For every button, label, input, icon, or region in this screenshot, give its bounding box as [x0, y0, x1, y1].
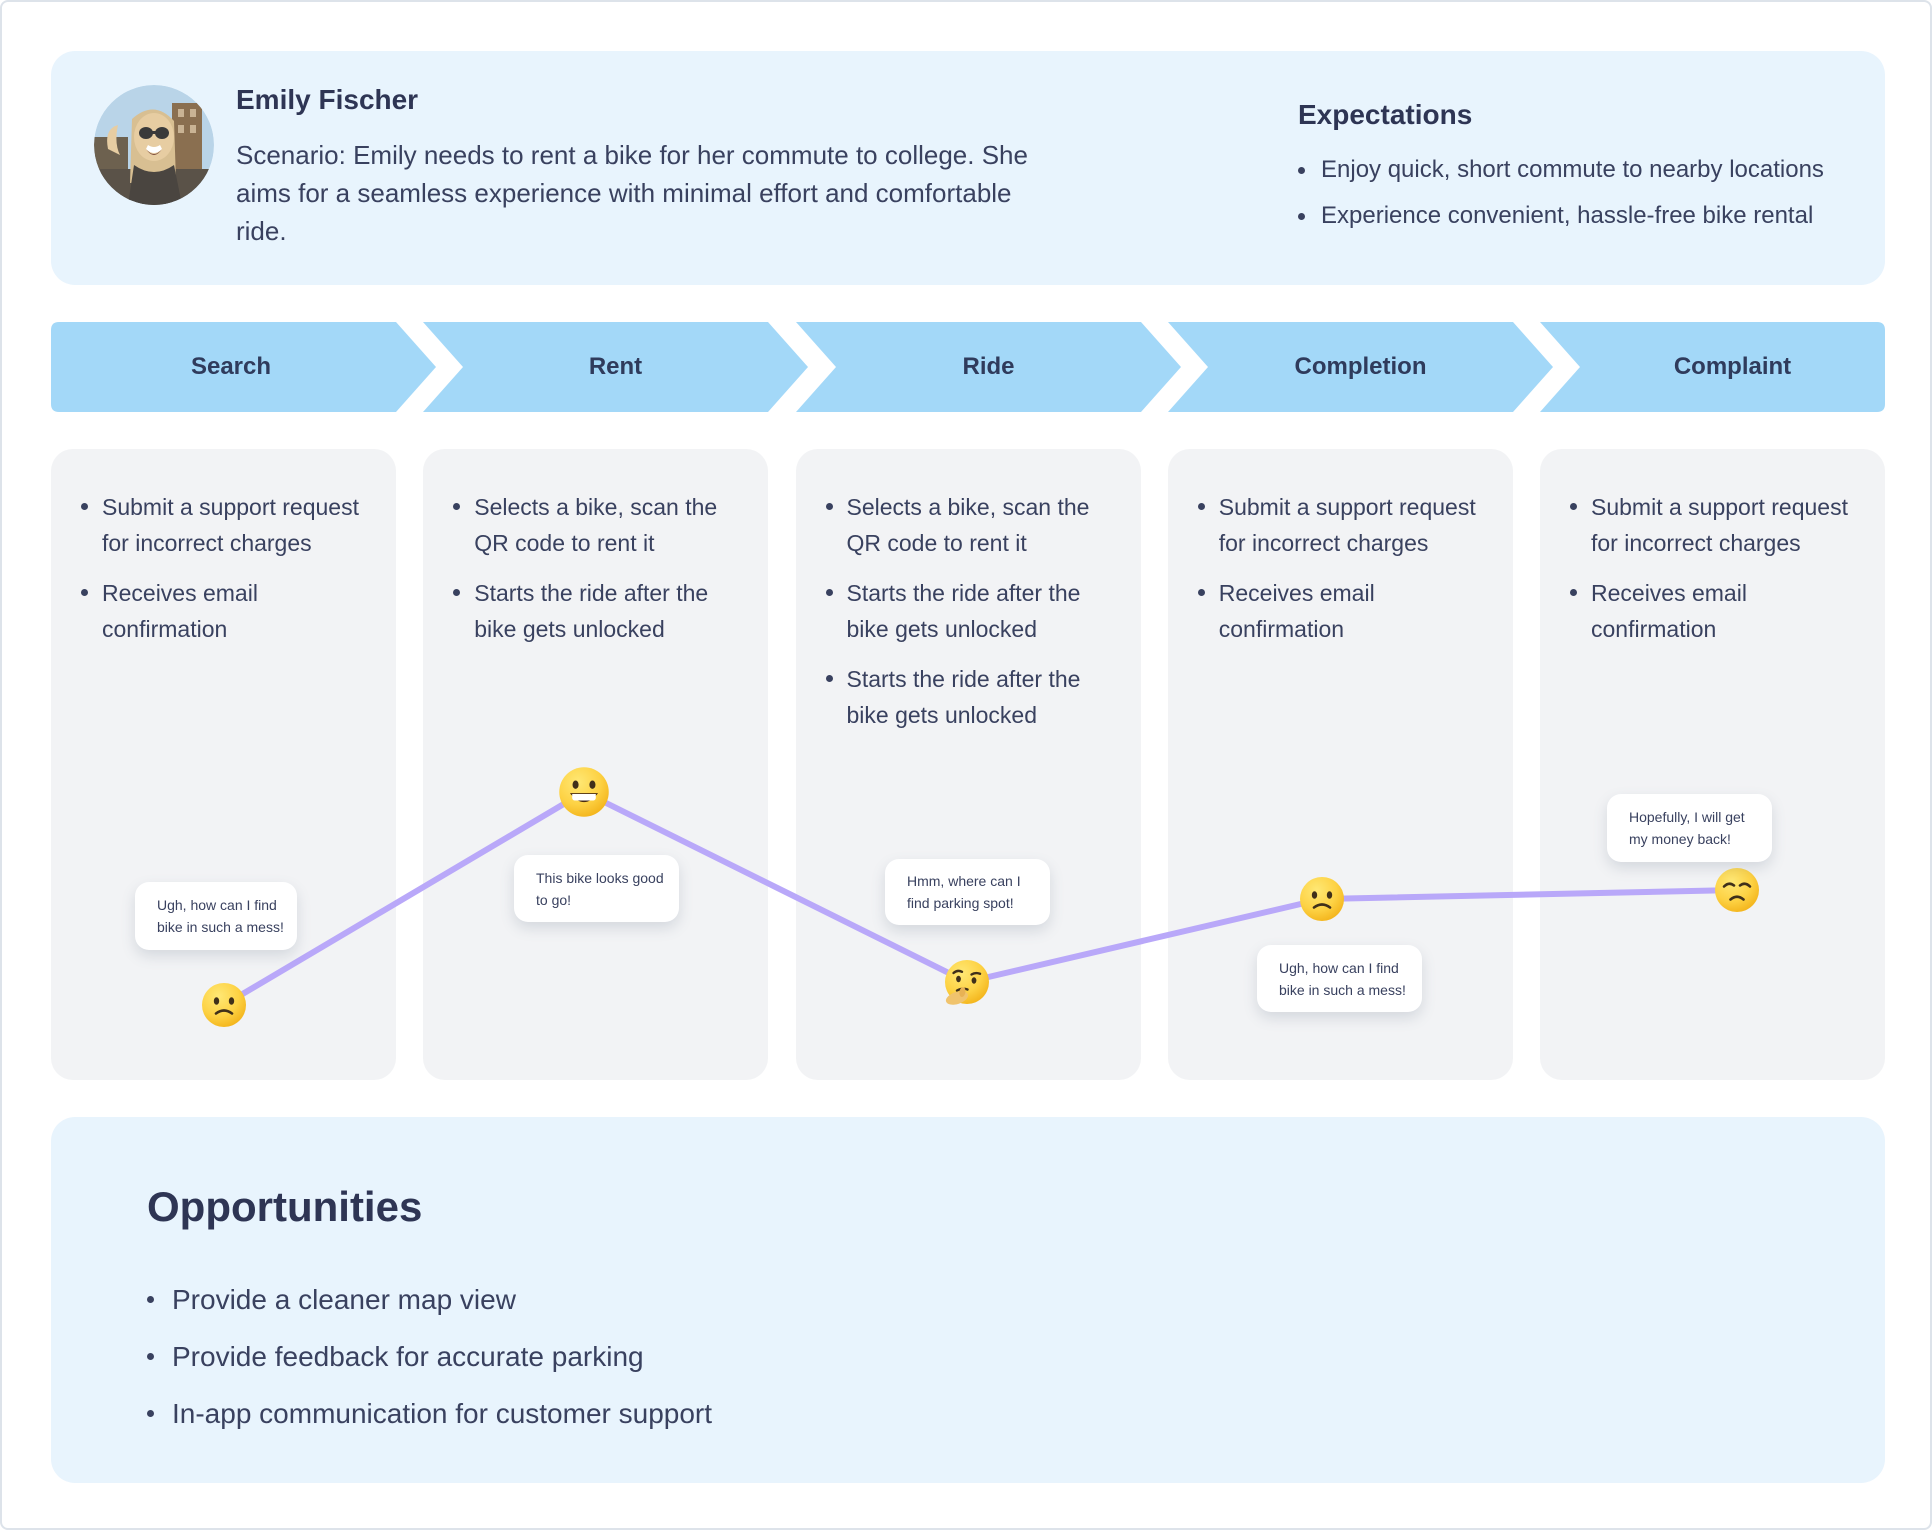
- bullet-dot: [453, 589, 461, 596]
- bullet-dot: [1197, 589, 1205, 596]
- slightly-frowning-face-emoji: [1298, 875, 1346, 928]
- bullet-dot: [825, 503, 833, 510]
- action-text: Submit a support request for incorrect c…: [1591, 494, 1848, 556]
- stage-label-ride: Ride: [962, 353, 1015, 380]
- action-text: Starts the ride after the bike gets unlo…: [846, 580, 1081, 642]
- disappointed-face-emoji: [1713, 866, 1761, 919]
- bullet-dot: [1197, 503, 1205, 510]
- stage-card-rent: Selects a bike, scan the QR code to rent…: [423, 449, 769, 1080]
- stage-arrow-bar: Search Rent Ride Completion Complaint: [51, 322, 1885, 412]
- persona-scenario: Scenario: Emily needs to rent a bike for…: [236, 140, 1028, 246]
- bullet-dot: [1298, 213, 1305, 220]
- action-item: Starts the ride after the bike gets unlo…: [825, 575, 1117, 647]
- action-text: Receives email confirmation: [1218, 580, 1375, 642]
- expectations-title: Expectations: [1298, 99, 1473, 130]
- action-item: Receives email confirmation: [81, 575, 372, 647]
- persona-name: Emily Fischer: [236, 84, 419, 115]
- action-item: Selects a bike, scan the QR code to rent…: [825, 489, 1117, 561]
- chevron-ride: [796, 322, 1181, 412]
- opportunity-text: Provide a cleaner map view: [172, 1284, 516, 1315]
- expectation-item: Enjoy quick, short commute to nearby loc…: [1298, 153, 1858, 187]
- quote-text: Ugh, how can I find bike in such a mess!: [157, 897, 284, 935]
- stage-label-search: Search: [190, 353, 272, 380]
- expectations-section: Expectations Enjoy quick, short commute …: [1298, 99, 1858, 245]
- action-item: Receives email confirmation: [1570, 575, 1861, 647]
- bullet-dot: [825, 675, 833, 682]
- opportunity-item: In-app communication for customer suppor…: [147, 1397, 1825, 1431]
- action-text: Receives email confirmation: [1591, 580, 1747, 642]
- bullet-dot: [1298, 167, 1305, 174]
- quote-text: Hopefully, I will get my money back!: [1629, 809, 1745, 847]
- action-text: Selects a bike, scan the QR code to rent…: [846, 494, 1090, 556]
- thinking-face-emoji: [943, 958, 991, 1011]
- action-text: Submit a support request for incorrect c…: [102, 494, 359, 556]
- opportunity-text: In-app communication for customer suppor…: [172, 1398, 713, 1429]
- bullet-dot: [1570, 503, 1577, 510]
- bullet-dot: [147, 1410, 154, 1417]
- opportunity-item: Provide a cleaner map view: [147, 1283, 1825, 1317]
- stage-cards: Submit a support request for incorrect c…: [51, 449, 1885, 1080]
- persona-avatar: [94, 85, 214, 205]
- quote-bubble-ride: Hmm, where can I find parking spot!: [885, 859, 1050, 925]
- bullet-dot: [1570, 589, 1577, 596]
- quote-text: Hmm, where can I find parking spot!: [907, 873, 1021, 911]
- quote-bubble-complaint: Hopefully, I will get my money back!: [1607, 794, 1772, 862]
- action-item: Submit a support request for incorrect c…: [1570, 489, 1861, 561]
- stage-card-search: Submit a support request for incorrect c…: [51, 449, 396, 1080]
- bullet-dot: [453, 503, 461, 510]
- bullet-dot: [825, 589, 833, 596]
- stage-label-completion: Completion: [1294, 353, 1427, 380]
- opportunity-item: Provide feedback for accurate parking: [147, 1340, 1825, 1374]
- quote-bubble-rent: This bike looks good to go!: [514, 855, 679, 922]
- expectation-text: Enjoy quick, short commute to nearby loc…: [1321, 156, 1824, 183]
- bullet-dot: [147, 1353, 154, 1360]
- opportunities-title: Opportunities: [147, 1183, 423, 1230]
- slightly-frowning-face-emoji: [200, 981, 248, 1034]
- stage-label-complaint: Complaint: [1673, 353, 1792, 380]
- grinning-face-emoji: [557, 765, 611, 824]
- opportunities-section: Opportunities Provide a cleaner map view…: [51, 1117, 1885, 1483]
- bullet-dot: [81, 503, 88, 510]
- bullet-dot: [81, 589, 88, 596]
- chevron-search: [51, 322, 436, 412]
- action-text: Selects a bike, scan the QR code to rent…: [474, 494, 718, 556]
- expectation-text: Experience convenient, hassle-free bike …: [1321, 202, 1814, 229]
- journey-row: Submit a support request for incorrect c…: [51, 449, 1885, 1080]
- quote-text: Ugh, how can I find bike in such a mess!: [1279, 959, 1406, 998]
- persona-card: Emily Fischer Scenario: Emily needs to r…: [51, 51, 1885, 285]
- quote-text: This bike looks good to go!: [536, 869, 664, 908]
- action-item: Starts the ride after the bike gets unlo…: [825, 661, 1117, 733]
- action-text: Receives email confirmation: [102, 580, 258, 642]
- avatar-photo-illustration: [94, 85, 214, 205]
- action-item: Starts the ride after the bike gets unlo…: [453, 575, 744, 647]
- action-item: Submit a support request for incorrect c…: [1197, 489, 1489, 561]
- action-text: Starts the ride after the bike gets unlo…: [474, 580, 709, 642]
- chevron-rent: [423, 322, 808, 412]
- action-text: Starts the ride after the bike gets unlo…: [846, 666, 1081, 728]
- stage-card-complaint: Submit a support request for incorrect c…: [1540, 449, 1885, 1080]
- opportunity-text: Provide feedback for accurate parking: [172, 1341, 644, 1372]
- chevron-complaint: [1540, 322, 1885, 412]
- expectation-item: Experience convenient, hassle-free bike …: [1298, 199, 1858, 233]
- bullet-dot: [147, 1296, 154, 1303]
- stage-label-rent: Rent: [588, 353, 643, 380]
- chevron-completion: [1168, 322, 1553, 412]
- action-item: Receives email confirmation: [1197, 575, 1489, 647]
- action-text: Submit a support request for incorrect c…: [1218, 494, 1476, 556]
- action-item: Selects a bike, scan the QR code to rent…: [453, 489, 744, 561]
- quote-bubble-search: Ugh, how can I find bike in such a mess!: [135, 882, 297, 950]
- action-item: Submit a support request for incorrect c…: [81, 489, 372, 561]
- quote-bubble-completion: Ugh, how can I find bike in such a mess!: [1257, 945, 1422, 1012]
- chevron-arrows: [51, 322, 1885, 412]
